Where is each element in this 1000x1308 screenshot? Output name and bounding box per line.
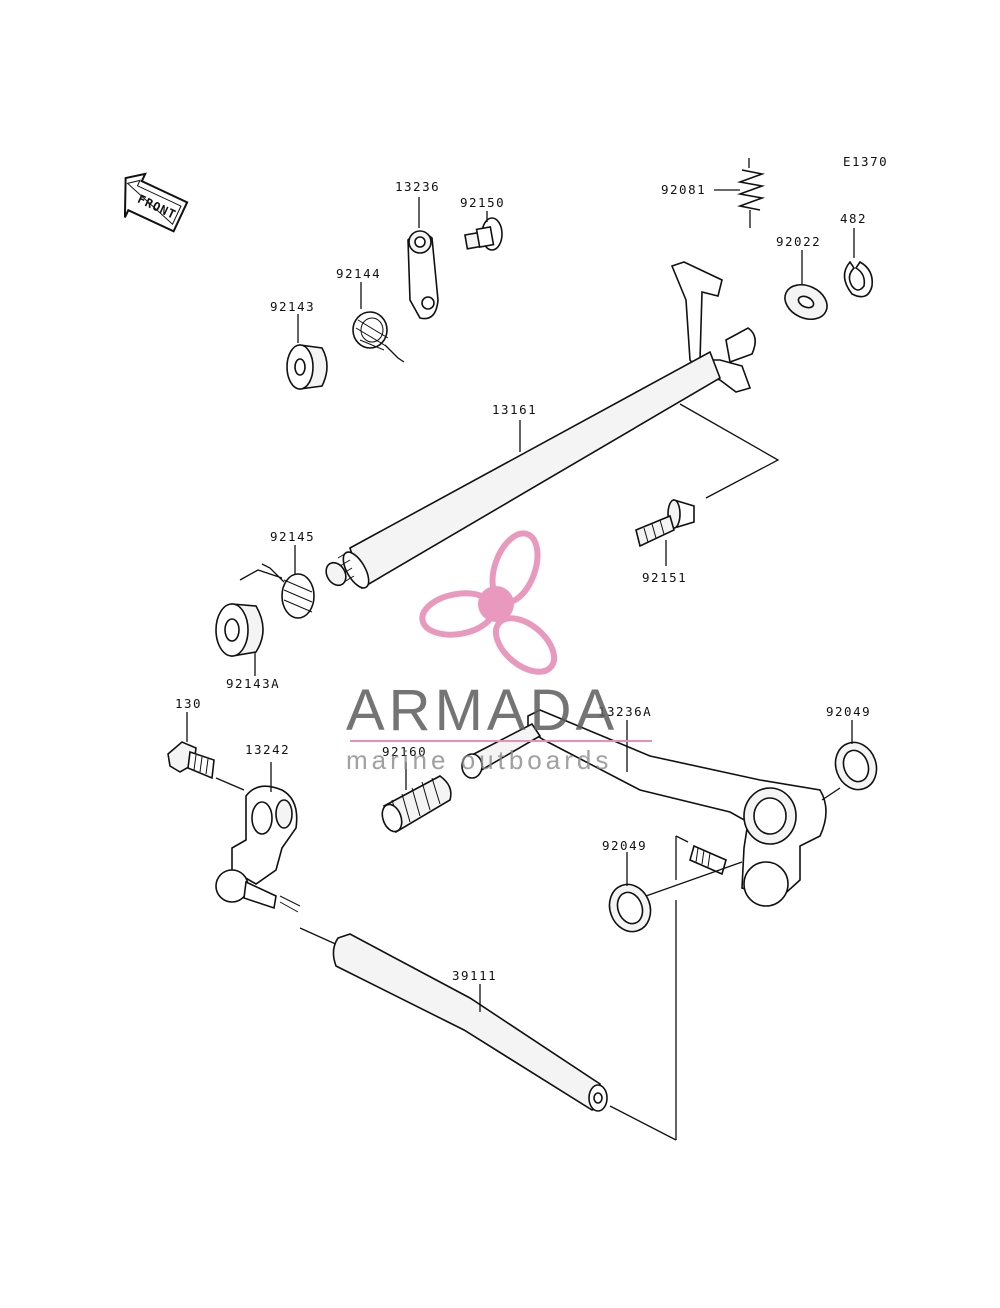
part-92144 [352, 282, 405, 363]
label-130: 130 [175, 696, 202, 711]
part-92081 [714, 158, 766, 228]
part-39111 [332, 836, 677, 1141]
label-482: 482 [840, 211, 867, 226]
label-13236: 13236 [395, 179, 440, 194]
label-13161: 13161 [492, 402, 537, 417]
diagram-code: E1370 [843, 154, 888, 169]
label-92049-upper: 92049 [826, 704, 871, 719]
part-130 [167, 712, 245, 791]
front-arrow-icon: FRONT [123, 172, 189, 233]
label-39111: 39111 [452, 968, 497, 983]
part-482 [843, 228, 874, 298]
label-92143: 92143 [270, 299, 315, 314]
part-92151 [635, 498, 695, 566]
part-92049-upper [821, 720, 878, 801]
part-92049-lower [608, 835, 743, 933]
label-92150: 92150 [460, 195, 505, 210]
label-92145: 92145 [270, 529, 315, 544]
part-92143 [286, 314, 328, 390]
part-13242 [215, 762, 341, 947]
part-92150 [464, 211, 503, 251]
label-92151: 92151 [642, 570, 687, 585]
part-92022 [784, 250, 828, 321]
part-92143A [215, 603, 264, 676]
part-13236 [407, 197, 439, 320]
label-13242: 13242 [245, 742, 290, 757]
label-92143A: 92143A [226, 676, 280, 691]
armada-logo-icon [419, 530, 558, 675]
label-92144: 92144 [336, 266, 381, 281]
label-92049-lower: 92049 [602, 838, 647, 853]
watermark-title: ARMADA [346, 678, 618, 743]
part-92160 [381, 762, 452, 834]
label-13236A: 13236A [598, 704, 652, 719]
label-92081: 92081 [661, 182, 706, 197]
watermark-subtitle: marine outboards [346, 745, 612, 775]
label-92022: 92022 [776, 234, 821, 249]
part-92145 [239, 545, 315, 619]
part-13236A [461, 709, 827, 907]
part-13161 [325, 261, 780, 590]
label-92160: 92160 [382, 744, 427, 759]
